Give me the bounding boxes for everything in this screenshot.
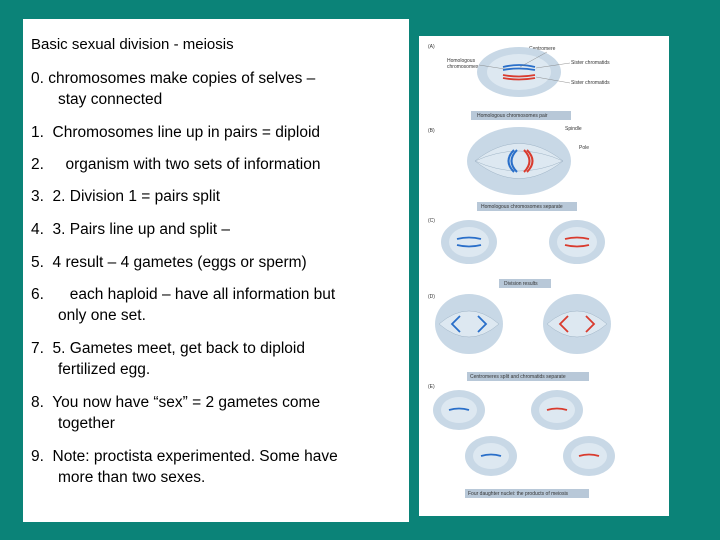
- caption-e: Four daughter nuclei: the products of me…: [468, 491, 569, 497]
- list-item: 0. chromosomes make copies of selves – s…: [31, 70, 316, 108]
- caption-bar-a: [471, 111, 571, 120]
- label-centromere: Centromere: [529, 46, 556, 52]
- chromosome-red-c: [564, 236, 590, 248]
- chromatids-red-d: [558, 315, 596, 333]
- caption-bar-d: [467, 372, 589, 381]
- meiosis-diagram-svg: (A) Homologous chromosomes Centromere Si…: [428, 44, 615, 498]
- meiosis-diagram: (A) Homologous chromosomes Centromere Si…: [419, 36, 669, 516]
- list-item: 2. organism with two sets of information: [31, 156, 321, 173]
- label-sister-chromatids-1: Sister chromatids: [571, 60, 610, 66]
- content-box: Basic sexual division - meiosis 0. chrom…: [23, 19, 409, 522]
- chromosome-red-b: [523, 149, 534, 173]
- panel-label-a: (A): [428, 44, 435, 50]
- caption-bar-e: [465, 489, 589, 498]
- caption-bar-b: [477, 202, 577, 211]
- chromosome-red-a: [502, 74, 536, 81]
- list-item: 3. 2. Division 1 = pairs split: [31, 188, 221, 205]
- panel-label-b: (B): [428, 128, 435, 134]
- label-homologous: Homologous: [447, 58, 476, 64]
- label-chromosomes: chromosomes: [447, 64, 479, 70]
- list-item: 7. 5. Gametes meet, get back to diploid …: [31, 340, 305, 378]
- caption-d: Centromeres split and chromatids separat…: [470, 374, 566, 380]
- label-pole: Pole: [579, 145, 589, 151]
- label-spindle: Spindle: [565, 126, 582, 132]
- panel-label-e: (E): [428, 384, 435, 390]
- list-item: 5. 4 result – 4 gametes (eggs or sperm): [31, 254, 307, 271]
- panel-label-d: (D): [428, 294, 435, 300]
- chromosome-blue-c: [456, 236, 482, 248]
- caption-bar-c: [499, 279, 551, 288]
- caption-c: Division results: [504, 281, 538, 287]
- chromatids-blue-d: [450, 315, 488, 333]
- list-item: 1. Chromosomes line up in pairs = diploi…: [31, 124, 321, 141]
- list-item: 9. Note: proctista experimented. Some ha…: [31, 448, 338, 486]
- list-item: 4. 3. Pairs line up and split –: [31, 221, 231, 238]
- label-sister-chromatids-2: Sister chromatids: [571, 80, 610, 86]
- nucleus-a: [487, 54, 551, 90]
- slide-title: Basic sexual division - meiosis: [31, 36, 234, 53]
- caption-b: Homologous chromosomes separate: [481, 204, 563, 210]
- chromosome-blue-b: [507, 149, 518, 173]
- list-item: 6. each haploid – have all information b…: [31, 286, 336, 324]
- panel-label-c: (C): [428, 218, 435, 224]
- chromosome-blue-a: [502, 64, 536, 71]
- caption-a: Homologous chromosomes pair: [477, 113, 548, 119]
- list-item: 8. You now have “sex” = 2 gametes come t…: [31, 394, 321, 432]
